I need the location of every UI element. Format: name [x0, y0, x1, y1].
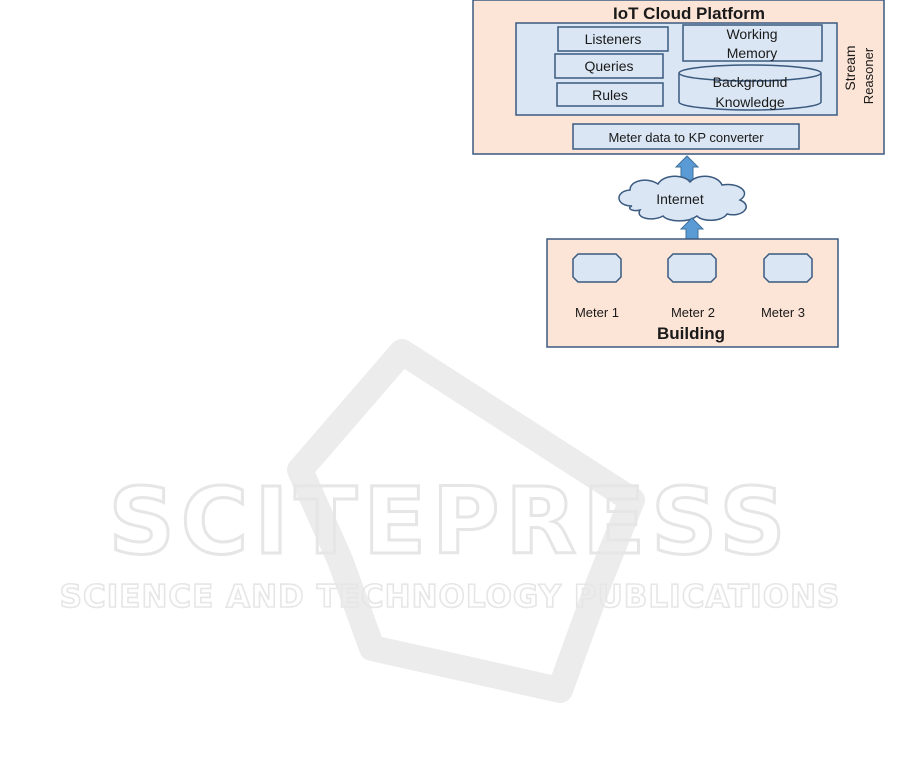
meter-1-icon — [573, 254, 621, 282]
stream-reasoner-label: Stream — [842, 45, 858, 90]
background-knowledge-label-2: Knowledge — [715, 94, 784, 110]
converter-label: Meter data to KP converter — [608, 130, 764, 145]
stream-reasoner-label-2: Reasoner — [861, 47, 876, 104]
listeners-label: Listeners — [585, 31, 642, 47]
building: Meter 1 Meter 2 Meter 3 Building — [547, 239, 838, 347]
platform-title: IoT Cloud Platform — [613, 4, 765, 23]
working-memory-label-2: Memory — [727, 45, 778, 61]
meter-3-label: Meter 3 — [761, 305, 805, 320]
iot-cloud-platform: IoT Cloud Platform Stream Reasoner Liste… — [473, 0, 884, 154]
internet-cloud: Internet — [619, 176, 746, 221]
internet-label: Internet — [656, 191, 704, 207]
queries-label: Queries — [584, 58, 633, 74]
rules-label: Rules — [592, 87, 628, 103]
watermark-subtitle: SCIENCE AND TECHNOLOGY PUBLICATIONS — [60, 579, 841, 615]
building-title: Building — [657, 324, 725, 343]
watermark-logo: SCITEPRESS SCIENCE AND TECHNOLOGY PUBLIC… — [60, 352, 841, 690]
meter-2-label: Meter 2 — [671, 305, 715, 320]
meter-2-icon — [668, 254, 716, 282]
meter-3-icon — [764, 254, 812, 282]
watermark-title: SCITEPRESS — [108, 468, 791, 575]
meter-1-label: Meter 1 — [575, 305, 619, 320]
working-memory-label: Working — [726, 26, 777, 42]
background-knowledge-label: Background — [713, 74, 788, 90]
